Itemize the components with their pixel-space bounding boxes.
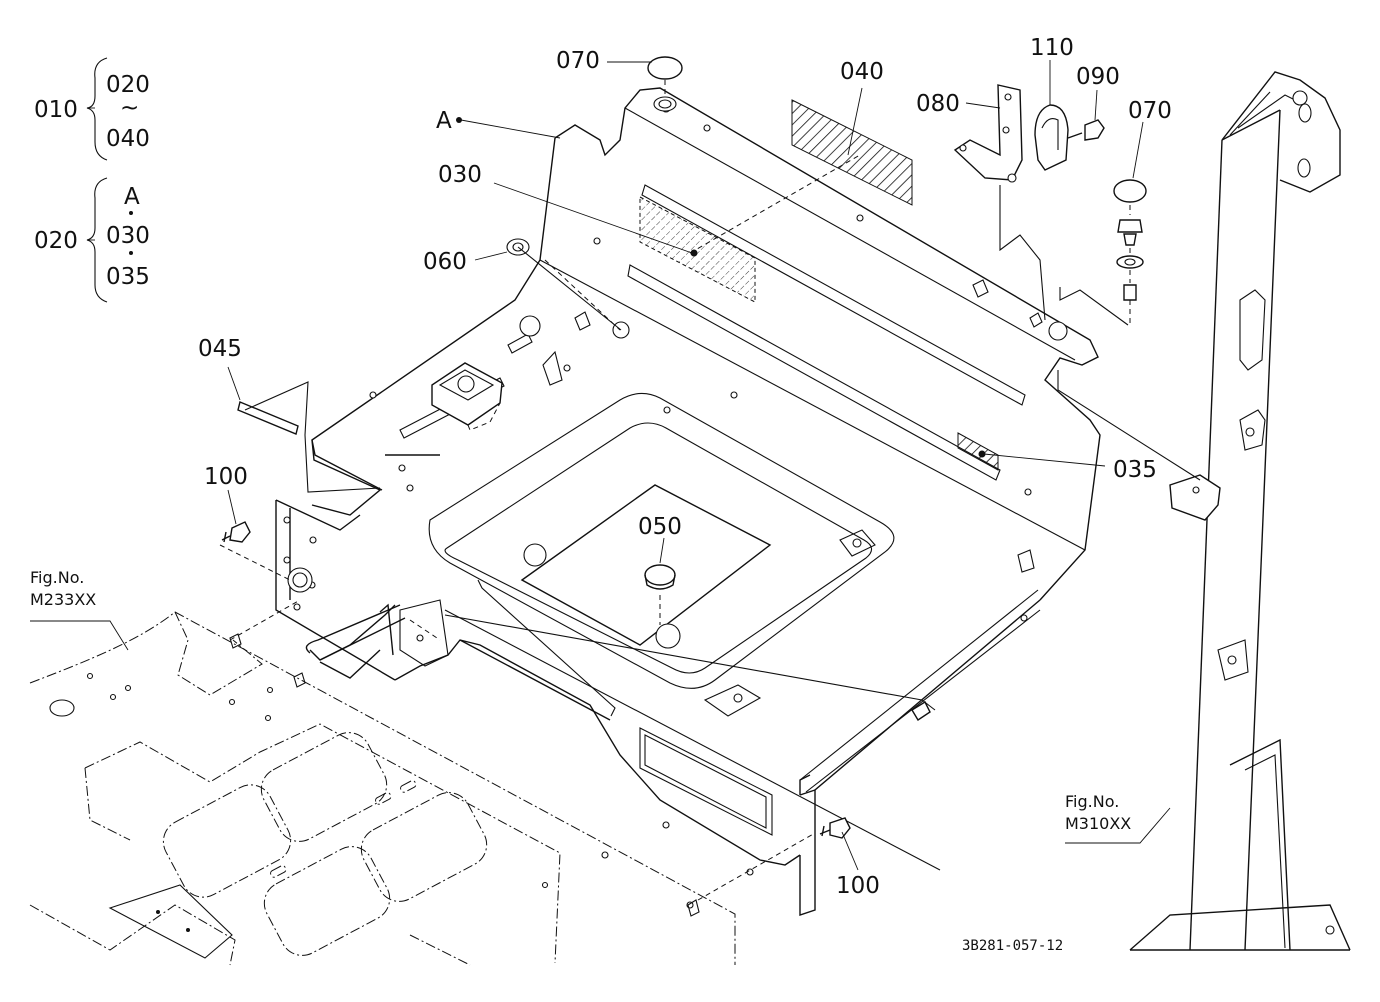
assembly-group-010 (86, 57, 108, 161)
callout-040-range-end: 040 (106, 126, 150, 152)
callout-070-right: 070 (1128, 98, 1172, 124)
seat-pan-bracket (275, 87, 1101, 916)
callout-070-top: 070 (556, 48, 600, 74)
figure-ref-left-label: Fig.No. (30, 568, 84, 587)
callout-020-range-start: 020 (106, 72, 150, 98)
part-100-bolt-left (221, 521, 251, 543)
callout-030-group: 030 (106, 223, 150, 249)
drawing-code: 3B281-057-12 (962, 938, 1063, 954)
callout-035-group: 035 (106, 264, 150, 290)
callout-060: 060 (423, 249, 467, 275)
part-030-label (639, 196, 756, 303)
callout-090: 090 (1076, 64, 1120, 90)
part-070-cap-right (1113, 179, 1147, 325)
callout-100-right: 100 (836, 873, 880, 899)
part-035-label (957, 432, 999, 471)
callout-040: 040 (840, 59, 884, 85)
part-110-hook (1034, 60, 1069, 171)
alignment-lines (219, 154, 1201, 901)
part-080-hinge (953, 84, 1023, 183)
callout-range-tilde: ~ (120, 95, 139, 121)
callout-110: 110 (1030, 35, 1074, 61)
figure-ref-right-label: Fig.No. (1065, 792, 1119, 811)
figure-ref-left-number: M233XX (30, 590, 96, 609)
callout-050: 050 (638, 514, 682, 540)
callout-035: 035 (1113, 457, 1157, 483)
part-045-bar (237, 401, 299, 435)
callout-A: A (436, 108, 452, 134)
callout-020: 020 (34, 228, 78, 254)
part-040-label (791, 99, 913, 206)
assembly-group-020 (86, 177, 133, 303)
callout-080: 080 (916, 91, 960, 117)
callout-100-left: 100 (204, 464, 248, 490)
part-050-cap (644, 564, 676, 625)
figure-ref-right-number: M310XX (1065, 814, 1131, 833)
part-090-bolt (1067, 119, 1105, 141)
leader-lines (30, 61, 1171, 871)
callout-A-group: A (124, 184, 140, 210)
floor-frame-reference (29, 611, 736, 966)
callout-010: 010 (34, 97, 78, 123)
callout-045: 045 (198, 336, 242, 362)
part-070-cap-top (647, 56, 683, 112)
callout-030: 030 (438, 162, 482, 188)
rops-frame-reference (1129, 71, 1351, 951)
part-100-bolt-right (819, 817, 851, 839)
